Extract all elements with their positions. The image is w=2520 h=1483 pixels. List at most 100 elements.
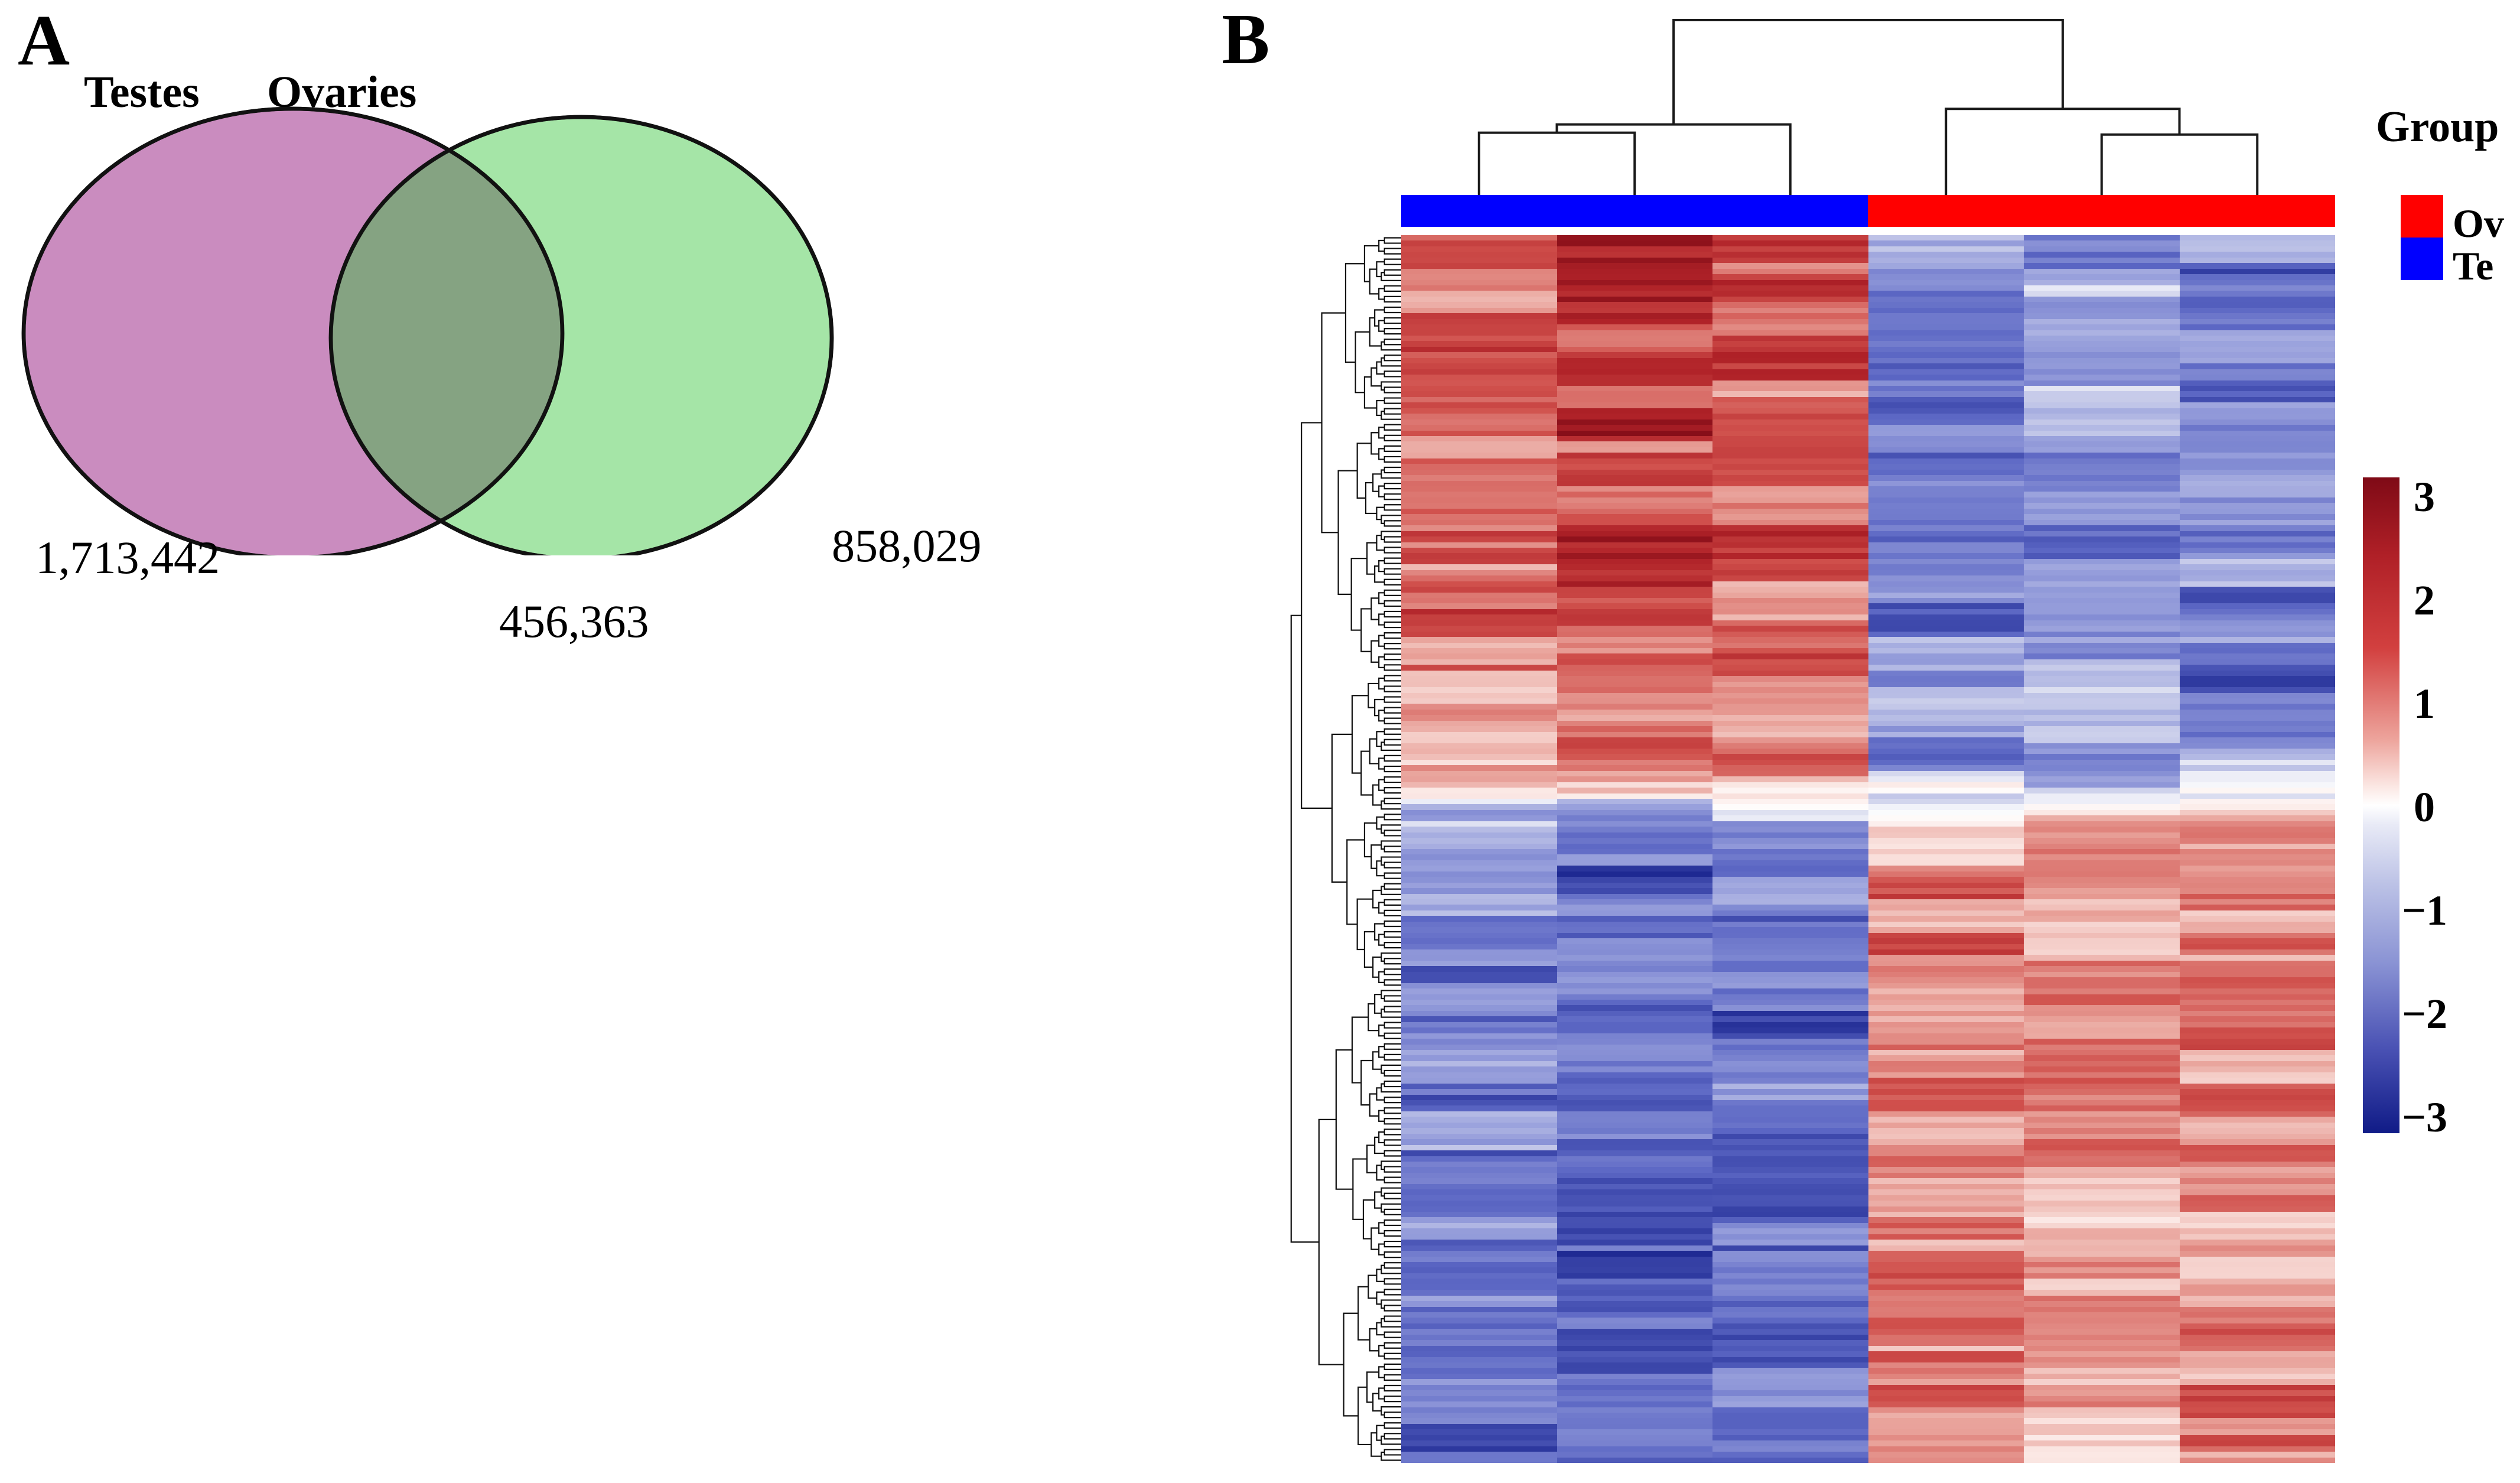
heatmap-cell <box>1868 916 2024 922</box>
heatmap-cell <box>2024 748 2180 755</box>
heatmap-cell <box>2024 971 2180 978</box>
heatmap-cell <box>1712 453 1869 459</box>
heatmap-cell <box>2179 553 2335 560</box>
heatmap-cell <box>2024 396 2180 404</box>
heatmap-cell <box>2024 983 2180 989</box>
heatmap-cell <box>2024 1010 2180 1017</box>
heatmap-cell <box>2024 408 2180 415</box>
heatmap-cell <box>1557 609 1713 616</box>
heatmap-cell <box>1401 391 1558 398</box>
heatmap-cell <box>2179 1105 2335 1112</box>
heatmap-cell <box>1401 821 1558 827</box>
heatmap-cell <box>1868 587 2024 593</box>
heatmap-cell <box>1557 832 1713 838</box>
heatmap-cell <box>1712 408 1869 415</box>
heatmap-cell <box>1401 1429 1558 1436</box>
heatmap-cell <box>1557 486 1713 493</box>
heatmap-cell <box>2179 838 2335 844</box>
heatmap-cell <box>2179 1010 2335 1017</box>
heatmap-cell <box>1557 854 1713 861</box>
heatmap-cell <box>1401 788 1558 794</box>
heatmap-cell <box>2179 1295 2335 1302</box>
heatmap-cell <box>1557 531 1713 537</box>
heatmap-cell <box>1557 1055 1713 1062</box>
heatmap-cell <box>1868 1183 2024 1190</box>
heatmap-cell <box>2024 1217 2180 1224</box>
heatmap-cell <box>2179 1061 2335 1068</box>
heatmap-cell <box>1868 854 2024 861</box>
heatmap-cell <box>1557 252 1713 258</box>
heatmap-cell <box>2179 631 2335 638</box>
heatmap-cell <box>1868 1418 2024 1425</box>
heatmap-cell <box>1401 877 1558 883</box>
heatmap-cell <box>1401 642 1558 649</box>
heatmap-cell <box>1712 1072 1869 1079</box>
heatmap-cell <box>1712 1240 1869 1246</box>
heatmap-cell <box>2024 1312 2180 1319</box>
heatmap-cell <box>1868 447 2024 454</box>
heatmap-cell <box>2024 854 2180 861</box>
heatmap-cell <box>1712 1267 1869 1274</box>
heatmap-cell <box>1868 1379 2024 1386</box>
heatmap-cell <box>1401 653 1558 660</box>
heatmap-cell <box>2024 866 2180 872</box>
heatmap-cell <box>1868 486 2024 493</box>
heatmap-cell <box>2024 363 2180 370</box>
heatmap-cell <box>1868 754 2024 760</box>
heatmap-cell <box>1712 882 1869 889</box>
heatmap-cell <box>2179 380 2335 386</box>
heatmap-cell <box>1401 1033 1558 1039</box>
heatmap-cell <box>2179 1094 2335 1101</box>
heatmap-cell <box>1712 1000 1869 1006</box>
heatmap-cell <box>1401 592 1558 599</box>
heatmap-cell <box>1557 1407 1713 1413</box>
heatmap-cell <box>1712 1301 1869 1308</box>
heatmap-cell <box>1712 369 1869 375</box>
heatmap-cell <box>1868 1384 2024 1391</box>
heatmap-cell <box>1401 994 1558 1000</box>
heatmap-cell <box>2024 263 2180 269</box>
heatmap-cell <box>1868 1256 2024 1263</box>
heatmap-cell <box>1712 838 1869 844</box>
heatmap-cell <box>2024 788 2180 794</box>
heatmap-cell <box>1712 1139 1869 1146</box>
heatmap-cell <box>1868 905 2024 911</box>
heatmap-cell <box>1557 257 1713 264</box>
heatmap-cell <box>2024 486 2180 493</box>
heatmap-cell <box>1401 240 1558 247</box>
heatmap-cell <box>1557 1245 1713 1251</box>
heatmap-cell <box>2024 369 2180 375</box>
venn-diagram <box>21 106 834 555</box>
heatmap-cell <box>1557 804 1713 811</box>
heatmap-cell <box>1557 536 1713 543</box>
heatmap-cell <box>2179 1016 2335 1023</box>
row-dendrogram-links <box>1290 237 1401 1461</box>
heatmap-cell <box>2179 341 2335 347</box>
heatmap-cell <box>1712 1306 1869 1313</box>
heatmap-cell <box>1401 626 1558 632</box>
heatmap-cell <box>1712 1245 1869 1251</box>
heatmap-cell <box>2179 1312 2335 1319</box>
heatmap-cell <box>1557 676 1713 682</box>
heatmap-cell <box>1401 1384 1558 1391</box>
heatmap-cell <box>1557 798 1713 805</box>
heatmap-cell <box>2179 793 2335 799</box>
heatmap-cell <box>1401 263 1558 269</box>
heatmap-cell <box>1868 731 2024 738</box>
heatmap-cell <box>1712 508 1869 515</box>
heatmap-cell <box>1557 1172 1713 1179</box>
heatmap-body <box>1401 235 2335 1463</box>
heatmap-cell <box>2024 977 2180 984</box>
heatmap-cell <box>2024 542 2180 548</box>
heatmap-cell <box>2179 916 2335 922</box>
heatmap-cell <box>2024 1183 2180 1190</box>
heatmap-cell <box>1557 681 1713 688</box>
heatmap-cell <box>1557 966 1713 973</box>
heatmap-cell <box>1401 519 1558 526</box>
heatmap-cell <box>1712 994 1869 1000</box>
heatmap-cell <box>1557 268 1713 275</box>
heatmap-cell <box>2024 1072 2180 1079</box>
heatmap-cell <box>2179 1379 2335 1386</box>
heatmap-cell <box>1401 1251 1558 1257</box>
heatmap-cell <box>1712 1312 1869 1319</box>
